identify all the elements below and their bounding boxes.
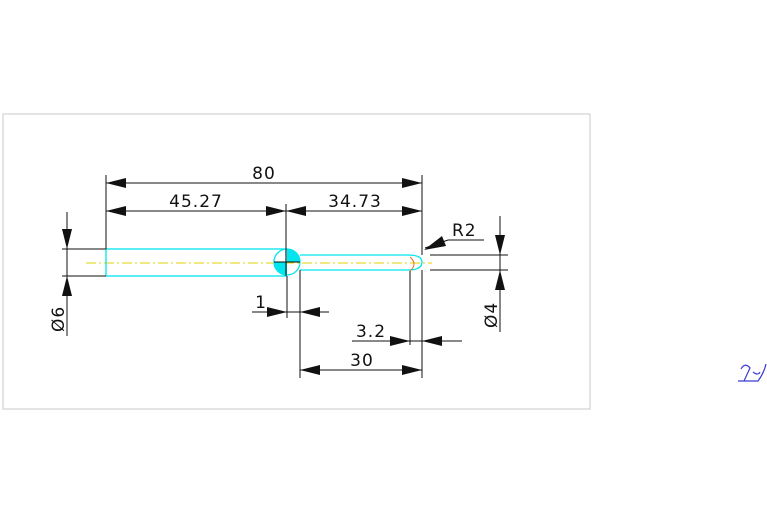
label-right-length: 34.73	[328, 192, 382, 212]
label-neck-length: 30	[350, 351, 374, 371]
dim-right-length: 34.73	[286, 192, 422, 216]
label-tip-length: 3.2	[356, 322, 386, 342]
label-large-diameter: Ø6	[49, 306, 69, 332]
dim-gap: 1	[252, 293, 329, 317]
extension-lines	[62, 175, 508, 378]
label-gap: 1	[255, 293, 267, 313]
dim-large-diameter: Ø6	[49, 212, 72, 336]
label-radius: R2	[452, 221, 477, 241]
ucs-icon[interactable]	[738, 363, 767, 382]
dim-neck-length: 30	[300, 351, 422, 375]
label-left-length: 45.27	[169, 192, 223, 212]
dim-small-diameter: Ø4	[482, 216, 505, 332]
part-outline	[105, 248, 423, 277]
dim-left-length: 45.27	[106, 192, 286, 216]
dim-overall-length: 80	[106, 164, 422, 188]
dim-tip-length: 3.2	[352, 322, 462, 346]
dim-radius: R2	[424, 221, 484, 250]
label-small-diameter: Ø4	[482, 302, 502, 328]
label-overall-length: 80	[252, 164, 276, 184]
